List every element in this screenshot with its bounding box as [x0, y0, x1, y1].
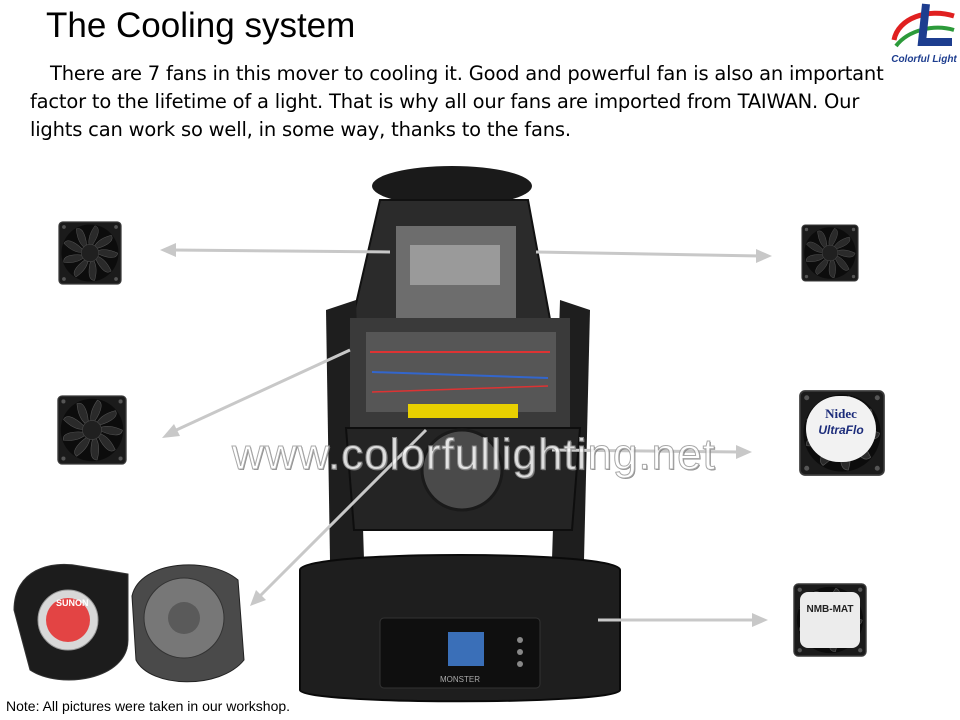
- sunon-brand-text: SUNON: [56, 598, 89, 608]
- nmb-brand-text: NMB-MAT: [806, 604, 853, 615]
- fixture-screen-brand: MONSTER: [440, 675, 480, 684]
- slide-title: The Cooling system: [46, 6, 356, 45]
- fan-top-right: [802, 225, 858, 281]
- connector-arrows: [160, 243, 772, 627]
- fan-top-left: [59, 222, 121, 284]
- intro-paragraph: There are 7 fans in this mover to coolin…: [30, 62, 884, 141]
- watermark-url: www.colorfullighting.net: [232, 430, 716, 480]
- blower-fan-sunon: [13, 563, 129, 681]
- nidec-label: Nidec UltraFlo: [806, 396, 876, 462]
- nmb-label: NMB-MAT: [800, 592, 860, 648]
- logo-text: Colorful Light: [891, 54, 957, 65]
- nidec-brand-text: Nidec: [825, 406, 857, 421]
- nidec-model-text: UltraFlo: [818, 423, 863, 437]
- logo-mark-icon: [891, 3, 955, 48]
- moving-head-fixture: [299, 166, 621, 703]
- footnote: Note: All pictures were taken in our wor…: [6, 698, 291, 714]
- fan-middle-left: [58, 396, 126, 464]
- company-logo: Colorful Light: [888, 0, 960, 70]
- blower-fan-back: [131, 564, 245, 683]
